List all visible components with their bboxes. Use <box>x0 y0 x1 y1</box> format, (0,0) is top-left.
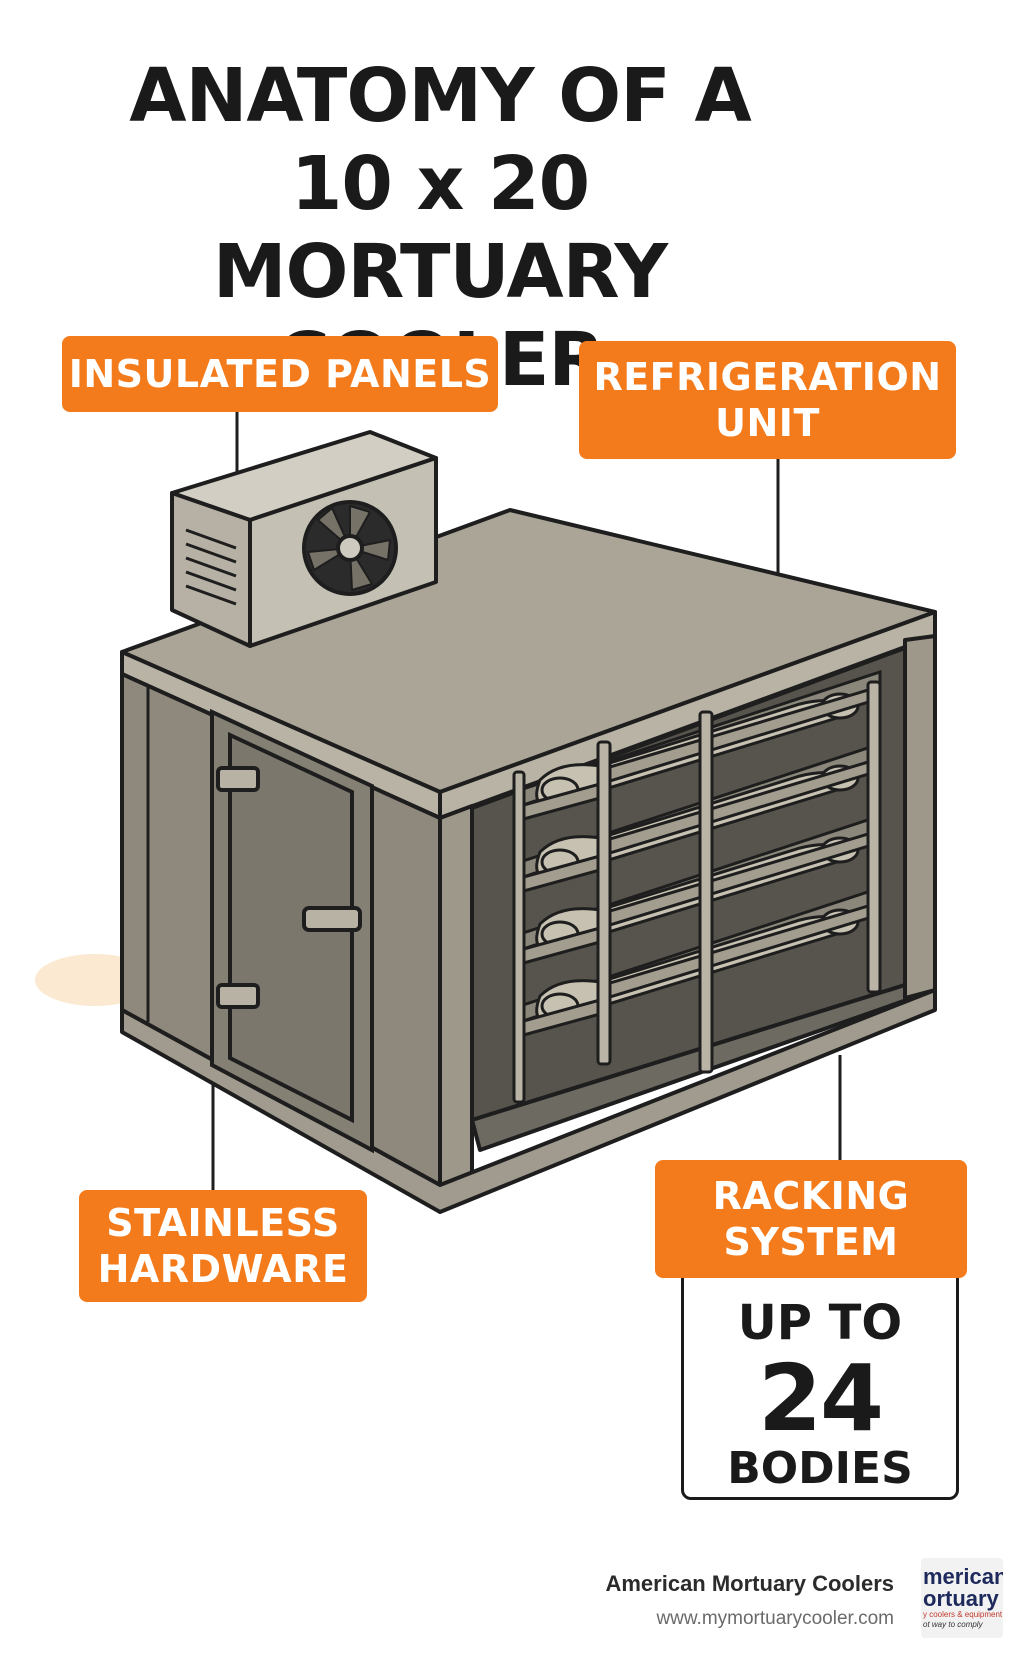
rack-front-shelves <box>518 685 877 1038</box>
corner-post-right <box>903 634 937 1000</box>
callout-racking-system: RACKING SYSTEM <box>655 1160 967 1278</box>
capacity-unit: BODIES <box>727 1443 913 1494</box>
door-handle <box>302 906 362 932</box>
condenser-vents <box>185 528 237 606</box>
logo-line-2: ortuary <box>923 1586 999 1611</box>
door-panel <box>228 731 354 1124</box>
fan-hub <box>336 534 364 562</box>
title-line-1: ANATOMY OF A <box>129 53 752 139</box>
door-hinge-bottom <box>216 983 260 1009</box>
callout-insulated-panels: INSULATED PANELS <box>62 336 498 412</box>
logo-line-1: merican <box>923 1564 1003 1589</box>
callout-stainless-line-2: HARDWARE <box>97 1247 349 1291</box>
logo-line-4: ot way to comply <box>923 1620 983 1629</box>
brand-logo: merican ortuary y coolers & equipment ot… <box>921 1558 1003 1638</box>
callout-racking-line-2: SYSTEM <box>723 1220 899 1264</box>
callout-insulated-panels-label: INSULATED PANELS <box>68 352 492 396</box>
logo-line-3: y coolers & equipment <box>923 1610 1003 1619</box>
brand-name: American Mortuary Coolers <box>605 1571 894 1596</box>
capacity-prefix: UP TO <box>737 1295 903 1351</box>
racking-system <box>512 669 882 1104</box>
corner-post-middle <box>438 804 474 1187</box>
cooler-door <box>210 708 374 1154</box>
diagram-title: ANATOMY OF A 10 x 20 MORTUARY COOLER <box>60 52 820 404</box>
brand-url[interactable]: www.mymortuarycooler.com <box>656 1608 894 1629</box>
callout-refrigeration-line-2: UNIT <box>715 401 820 445</box>
callout-refrigeration-unit: REFRIGERATION UNIT <box>579 341 956 459</box>
callout-stainless-hardware: STAINLESS HARDWARE <box>79 1190 367 1302</box>
rack-uprights <box>512 680 882 1104</box>
capacity-box: UP TO 24 BODIES <box>681 1262 959 1500</box>
capacity-number: 24 <box>757 1345 884 1452</box>
title-line-2: 10 x 20 MORTUARY <box>212 141 668 315</box>
condenser-unit <box>170 430 438 648</box>
callout-racking-line-1: RACKING <box>712 1174 910 1218</box>
callout-refrigeration-line-1: REFRIGERATION <box>593 355 942 399</box>
callout-stainless-line-1: STAINLESS <box>106 1201 340 1245</box>
door-hinge-top <box>216 766 260 792</box>
condenser-side <box>170 491 252 648</box>
